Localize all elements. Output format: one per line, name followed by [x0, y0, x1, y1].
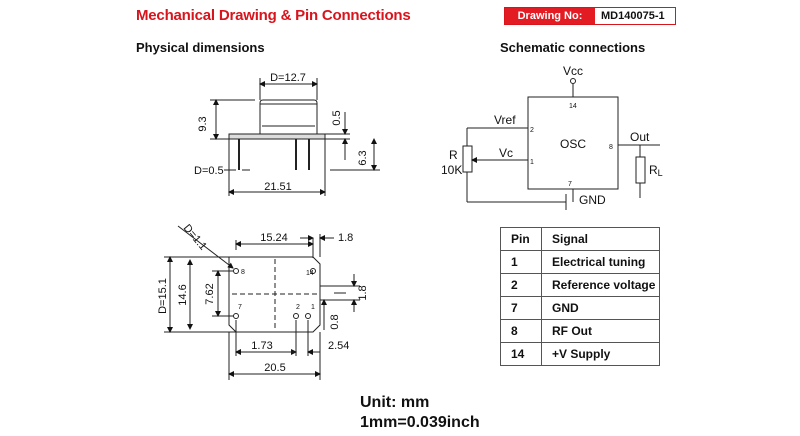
- dim-right-offset: 2.54: [328, 340, 349, 352]
- dim-side-edge: 1.8: [357, 285, 369, 300]
- pin-label-8: 8: [241, 269, 245, 276]
- dim-pin-diameter: D=0.5: [194, 165, 224, 177]
- side-view-can-body: [259, 99, 318, 135]
- unit-conversion: 1mm=0.039inch: [360, 414, 480, 431]
- dim-pin-spacing: 15.24: [260, 232, 288, 244]
- table-row: 2 Reference voltage: [500, 273, 660, 297]
- pin-label-1: 1: [311, 304, 315, 311]
- vc-pin-number: 1: [530, 159, 534, 166]
- table-cell-signal: +V Supply: [541, 342, 660, 366]
- dim-top-edge: 1.8: [338, 232, 353, 244]
- pin-label-14: 14: [306, 270, 314, 277]
- pot-label: R: [449, 148, 458, 162]
- pad-14: [310, 268, 316, 274]
- pin-label-7: 7: [238, 304, 242, 311]
- pot-value: 10K: [441, 163, 462, 177]
- pin-table: Pin Signal 1 Electrical tuning 2 Referen…: [500, 227, 660, 366]
- pad-8: [233, 268, 239, 274]
- pot-resistor: [462, 145, 473, 173]
- table-header-row: Pin Signal: [500, 227, 660, 251]
- dim-flange-thickness: 0.5: [331, 110, 343, 125]
- vcc-pin-number: 14: [569, 103, 577, 110]
- vref-label: Vref: [494, 113, 516, 127]
- dim-row-spacing: 7.62: [204, 283, 216, 304]
- top-view-body-outline: [228, 256, 321, 333]
- dim-pin-offset: 0.8: [329, 314, 341, 329]
- gnd-label: GND: [579, 193, 606, 207]
- table-row: 7 GND: [500, 296, 660, 320]
- document-title: Mechanical Drawing & Pin Connections: [136, 7, 411, 24]
- vcc-label: Vcc: [563, 64, 583, 78]
- side-view-base-flange: [228, 133, 326, 140]
- pin-label-2: 2: [296, 304, 300, 311]
- dim-can-diameter: D=12.7: [270, 72, 306, 84]
- table-cell-pin: 14: [500, 342, 542, 366]
- dim-body-height: 14.6: [177, 284, 189, 305]
- table-cell-pin: 1: [500, 250, 542, 274]
- table-cell-signal: Reference voltage: [541, 273, 660, 297]
- out-label: Out: [630, 130, 650, 144]
- drawing-number-label: Drawing No:: [505, 8, 595, 24]
- load-resistor: [635, 156, 646, 184]
- dim-base-width: 21.51: [264, 181, 292, 193]
- table-row: 14 +V Supply: [500, 342, 660, 366]
- vcc-terminal: [570, 78, 576, 84]
- pad-2: [293, 313, 299, 319]
- dim-pad-diameter: D=1.1: [181, 222, 209, 252]
- table-cell-signal: GND: [541, 296, 660, 320]
- pad-7: [233, 313, 239, 319]
- gnd-pin-number: 7: [568, 181, 572, 188]
- table-row: 1 Electrical tuning: [500, 250, 660, 274]
- table-cell-signal: RF Out: [541, 319, 660, 343]
- load-resistor-label: RL: [649, 163, 663, 178]
- dim-total-width: 20.5: [264, 362, 285, 374]
- out-pin-number: 8: [609, 144, 613, 151]
- table-cell-pin: 8: [500, 319, 542, 343]
- unit-label: Unit: mm: [360, 394, 430, 411]
- table-header: Signal: [541, 227, 660, 251]
- vc-label: Vc: [499, 146, 513, 160]
- table-header: Pin: [500, 227, 542, 251]
- dim-left-offset: 1.73: [251, 340, 272, 352]
- pad-1: [305, 313, 311, 319]
- schematic-connections-heading: Schematic connections: [500, 40, 646, 55]
- dim-pin-length: 6.3: [357, 150, 369, 165]
- dim-outer-height: D=15.1: [157, 278, 169, 314]
- vref-pin-number: 2: [530, 127, 534, 134]
- table-cell-signal: Electrical tuning: [541, 250, 660, 274]
- dim-total-height: 9.3: [197, 116, 209, 131]
- side-view-drawing: [210, 78, 380, 196]
- table-cell-pin: 2: [500, 273, 542, 297]
- table-row: 8 RF Out: [500, 319, 660, 343]
- top-view-drawing: [164, 225, 360, 380]
- drawing-number-box: Drawing No: MD140075-1: [504, 7, 676, 25]
- schematic-diagram: [462, 78, 660, 210]
- osc-label: OSC: [560, 137, 586, 151]
- physical-dimensions-heading: Physical dimensions: [136, 40, 265, 55]
- drawing-number-value: MD140075-1: [601, 10, 665, 22]
- table-cell-pin: 7: [500, 296, 542, 320]
